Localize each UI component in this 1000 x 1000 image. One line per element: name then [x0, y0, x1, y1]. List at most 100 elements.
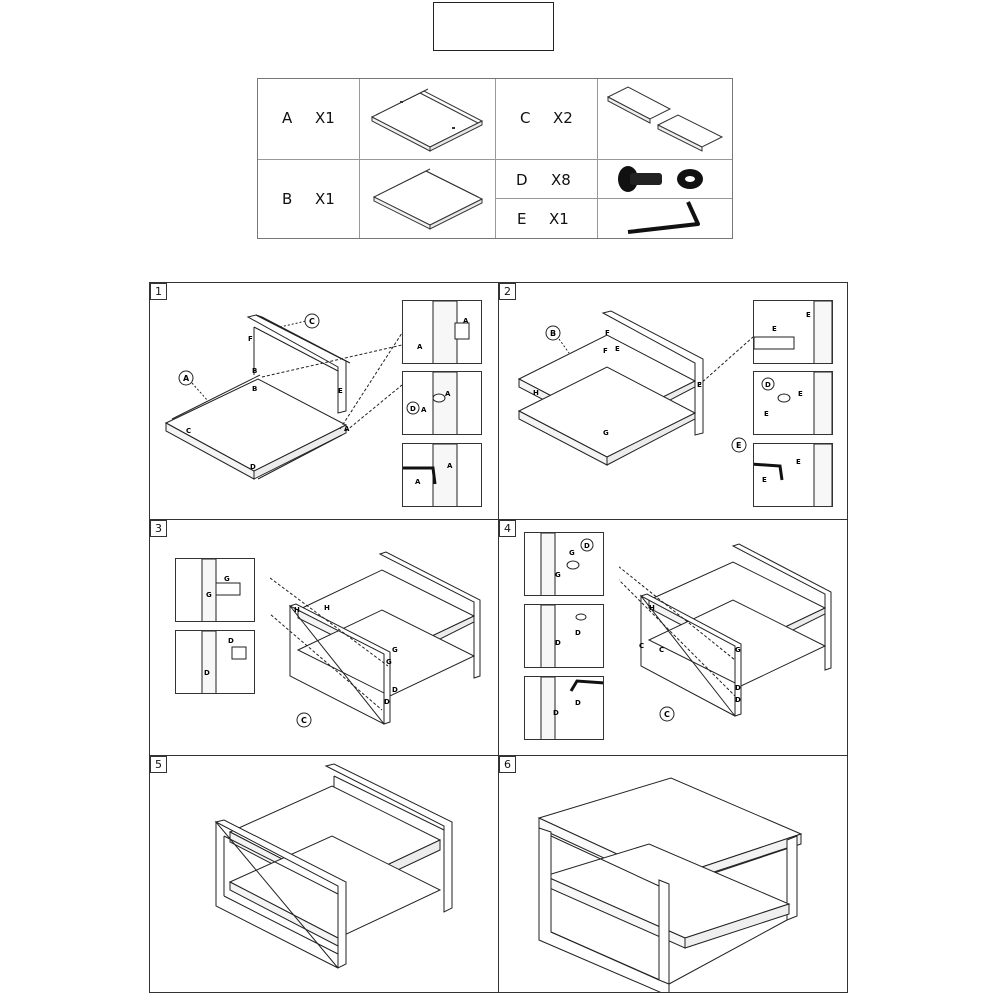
table-divider [359, 79, 360, 238]
grid-divider [150, 519, 847, 520]
label-c: C [664, 710, 670, 719]
step-2: 2 B F F E E H G E E [499, 283, 847, 519]
label-c: C [301, 716, 307, 725]
label-c: C [659, 646, 664, 654]
label-g: G [392, 646, 398, 654]
table-divider [597, 79, 598, 238]
label-e: E [615, 345, 620, 353]
part-qty: X2 [553, 109, 573, 127]
label-f: F [248, 335, 253, 343]
label-d: D [392, 686, 398, 694]
grid-divider [150, 755, 847, 756]
label-e-circle: E [731, 437, 747, 453]
step-5: 5 [150, 756, 498, 992]
step-4: 4 D G G D D D D [499, 520, 847, 755]
detail-inset: A A [402, 443, 482, 507]
label-b: B [252, 385, 257, 393]
detail-inset: D E E [753, 371, 833, 435]
label-f: F [603, 347, 608, 355]
label-d: D [410, 405, 416, 413]
label-h: H [533, 389, 539, 397]
label-b: B [550, 329, 556, 338]
label-e: E [796, 458, 801, 466]
label-d: D [735, 696, 741, 704]
table-divider [495, 79, 496, 238]
detail-inset: A A [402, 300, 482, 364]
label-d: D [735, 684, 741, 692]
label-g: G [206, 591, 212, 599]
label-d: D [584, 542, 590, 550]
part-c-image [606, 86, 724, 152]
step-5-illustration [214, 763, 453, 969]
part-qty: X1 [315, 109, 335, 127]
table-divider [258, 159, 732, 160]
part-qty: X8 [551, 171, 571, 189]
step-3-illustration: C H H G G D D [270, 551, 481, 728]
label-a: A [445, 390, 451, 398]
label-g: G [735, 646, 741, 654]
detail-inset: E E [753, 300, 833, 364]
label-g: G [555, 571, 561, 579]
step-3: 3 G G D D C H H G G [150, 520, 498, 755]
step-number: 1 [150, 283, 167, 300]
label-e: E [764, 410, 769, 418]
part-qty: X1 [549, 210, 569, 228]
label-d: D [250, 463, 256, 471]
label-d: D [575, 629, 581, 637]
label-e: E [798, 390, 803, 398]
label-g: G [569, 549, 575, 557]
label-d: D [384, 698, 390, 706]
detail-inset: E E [753, 443, 833, 507]
label-a: A [447, 462, 453, 470]
detail-inset: D D [175, 630, 255, 694]
step-number: 4 [499, 520, 516, 537]
label-g: G [386, 658, 392, 666]
grid-divider [498, 283, 499, 992]
step-number: 5 [150, 756, 167, 773]
step-1-illustration: C A B B E D C A F [164, 313, 403, 480]
step-6-illustration [537, 777, 803, 992]
label-d: D [765, 381, 771, 389]
step-1: 1 C A B B E D C [150, 283, 498, 519]
label-e: E [736, 441, 741, 450]
screw-icon [618, 166, 703, 192]
step-number: 3 [150, 520, 167, 537]
label-a: A [183, 374, 190, 383]
label-a: A [421, 406, 427, 414]
detail-inset: D D [524, 676, 604, 740]
part-letter: E [517, 210, 527, 228]
label-c: C [309, 317, 315, 326]
step-6: 6 [499, 756, 847, 992]
label-a: A [463, 317, 469, 325]
part-qty: X1 [315, 190, 335, 208]
part-letter: A [282, 109, 293, 127]
detail-inset: D A A [402, 371, 482, 435]
step-number: 2 [499, 283, 516, 300]
label-e: E [338, 387, 343, 395]
label-d: D [555, 639, 561, 647]
label-c: C [639, 642, 644, 650]
detail-inset: G G [175, 558, 255, 622]
label-d: D [228, 637, 234, 645]
label-b: B [252, 367, 257, 375]
label-f: F [605, 329, 610, 337]
step-4-illustration: C H C C G D D [619, 543, 832, 722]
title-box [433, 2, 554, 51]
label-e: E [806, 311, 811, 319]
table-divider [495, 198, 732, 199]
label-e: E [697, 381, 702, 389]
detail-inset: D G G [524, 532, 604, 596]
hex-key-icon [627, 201, 700, 234]
part-a-image [370, 88, 484, 152]
label-g: G [224, 575, 230, 583]
label-h: H [649, 604, 655, 612]
label-e: E [762, 476, 767, 484]
label-h: H [324, 604, 330, 612]
detail-inset: D D [524, 604, 604, 668]
part-letter: B [282, 190, 293, 208]
label-a: A [417, 343, 423, 351]
label-d: D [204, 669, 210, 677]
part-letter: C [520, 109, 531, 127]
step-2-illustration: B F F E E H G [517, 310, 754, 466]
assembly-steps: 1 C A B B E D C [149, 282, 848, 993]
